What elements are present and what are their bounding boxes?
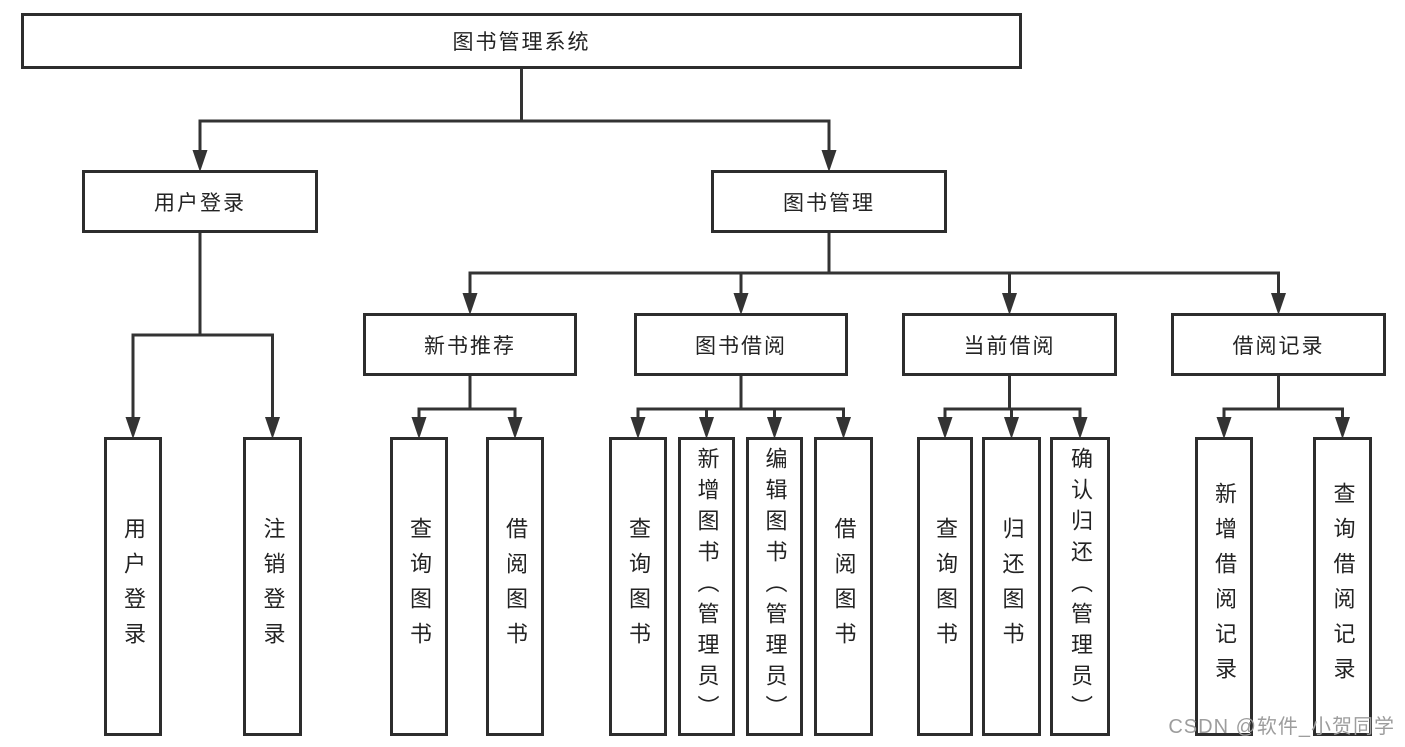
- diagram-box-label: 图书管理: [783, 191, 875, 215]
- arrowhead-icon: [630, 417, 646, 439]
- diagram-box-leaf-borrow-book-1: 借阅图书: [486, 437, 544, 736]
- arrowhead-icon: [821, 150, 837, 172]
- diagram-box-label: 借阅记录: [1232, 334, 1325, 358]
- diagram-box-label: 归还图书: [999, 516, 1025, 657]
- diagram-box-label: 查询图书: [407, 516, 432, 657]
- diagram-box-leaf-query-record: 查询借阅记录: [1313, 437, 1372, 736]
- arrowhead-icon: [411, 417, 427, 439]
- diagram-box-label: 编辑图书（管理员）: [762, 447, 788, 726]
- arrowhead-icon: [125, 417, 141, 439]
- diagram-box-label: 用户登录: [154, 191, 246, 215]
- diagram-box-label: 借阅图书: [831, 516, 857, 657]
- diagram-box-leaf-edit-book: 编辑图书（管理员）: [746, 437, 803, 736]
- diagram-box-label: 借阅图书: [503, 516, 528, 657]
- diagram-box-label: 新增图书（管理员）: [694, 447, 720, 726]
- arrowhead-icon: [1335, 417, 1350, 439]
- arrowhead-icon: [733, 293, 749, 315]
- arrowhead-icon: [192, 150, 208, 172]
- arrowhead-icon: [937, 417, 953, 439]
- diagram-box-new-book-rec: 新书推荐: [363, 313, 577, 376]
- diagram-box-label: 图书管理系统: [452, 31, 591, 54]
- diagram-box-label: 查询图书: [626, 516, 651, 657]
- arrowhead-icon: [1002, 293, 1017, 315]
- diagram-box-label: 查询借阅记录: [1330, 481, 1356, 692]
- arrowhead-icon: [507, 417, 523, 439]
- diagram-box-borrow-records: 借阅记录: [1171, 313, 1386, 376]
- diagram-box-leaf-confirm-return: 确认归还（管理员）: [1050, 437, 1110, 736]
- diagram-box-user-login: 用户登录: [82, 170, 318, 233]
- diagram-box-leaf-query-book-3: 查询图书: [917, 437, 973, 736]
- diagram-box-root: 图书管理系统: [21, 13, 1022, 69]
- diagram-box-label: 用户登录: [121, 516, 146, 657]
- diagram-box-book-borrow: 图书借阅: [634, 313, 848, 376]
- arrowhead-icon: [1072, 417, 1088, 439]
- diagram-box-leaf-return-book: 归还图书: [982, 437, 1041, 736]
- diagram-box-leaf-add-book: 新增图书（管理员）: [678, 437, 735, 736]
- diagram-box-book-mgmt: 图书管理: [711, 170, 947, 233]
- arrowhead-icon: [265, 417, 280, 439]
- diagram-box-leaf-borrow-book-2: 借阅图书: [814, 437, 873, 736]
- arrowhead-icon: [1004, 417, 1019, 439]
- arrowhead-icon: [767, 417, 782, 439]
- diagram-box-leaf-user-login: 用户登录: [104, 437, 162, 736]
- diagram-box-current-borrow: 当前借阅: [902, 313, 1117, 376]
- arrowhead-icon: [699, 417, 714, 439]
- diagram-box-label: 新增借阅记录: [1212, 481, 1237, 692]
- arrowhead-icon: [1216, 417, 1232, 439]
- arrowhead-icon: [1271, 293, 1286, 315]
- diagram-box-label: 图书借阅: [695, 334, 787, 358]
- diagram-box-label: 查询图书: [933, 516, 958, 657]
- diagram-box-leaf-query-book-1: 查询图书: [390, 437, 448, 736]
- diagram-box-label: 新书推荐: [424, 334, 516, 358]
- arrowhead-icon: [836, 417, 851, 439]
- arrowhead-icon: [462, 293, 478, 315]
- diagram-box-label: 确认归还（管理员）: [1068, 447, 1093, 726]
- diagram-box-leaf-logout: 注销登录: [243, 437, 302, 736]
- diagram-box-leaf-query-book-2: 查询图书: [609, 437, 667, 736]
- diagram-box-label: 注销登录: [260, 516, 286, 657]
- diagram-box-label: 当前借阅: [963, 334, 1056, 358]
- diagram-box-leaf-add-record: 新增借阅记录: [1195, 437, 1253, 736]
